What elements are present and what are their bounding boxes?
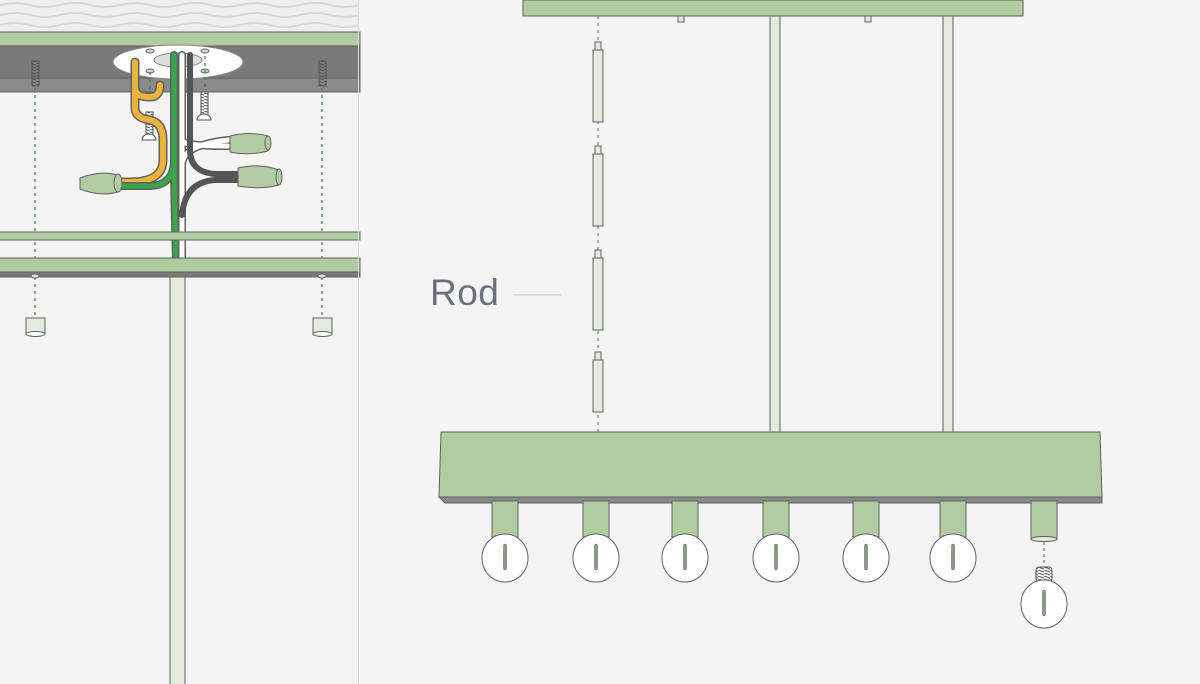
rod-label: Rod: [430, 272, 500, 313]
fixture-panel: [437, 0, 1103, 629]
bulb-with-socket: [572, 500, 620, 583]
canopy: [0, 257, 361, 273]
mounting-bar-top: [0, 31, 361, 47]
wire-black: [179, 52, 243, 218]
wire-nut-icon: [79, 172, 123, 195]
screw-icon: [196, 91, 212, 121]
bulb-with-socket: [752, 500, 800, 583]
bulb-with-socket: [929, 500, 977, 583]
bulb-with-socket: [481, 500, 529, 583]
bulb-with-socket: [842, 500, 890, 583]
finial-cap: [25, 317, 46, 337]
fixture-body: [438, 431, 1103, 498]
crossbar: [0, 231, 361, 241]
wire-nut-icon: [237, 165, 283, 189]
finial-cap: [312, 317, 333, 337]
screw-icon: [31, 60, 40, 87]
wire-nut-icon: [229, 133, 272, 155]
loose-bulb: [1020, 500, 1068, 629]
suspension-rod: [942, 15, 954, 433]
ceiling-wiring-panel: [0, 0, 361, 684]
canopy-rod: [169, 276, 186, 684]
rod-segments: [592, 41, 604, 413]
suspension-rod: [769, 15, 781, 433]
screw-icon: [318, 60, 327, 87]
bulb-with-socket: [661, 500, 709, 583]
mounting-canopy: [522, 0, 1024, 17]
